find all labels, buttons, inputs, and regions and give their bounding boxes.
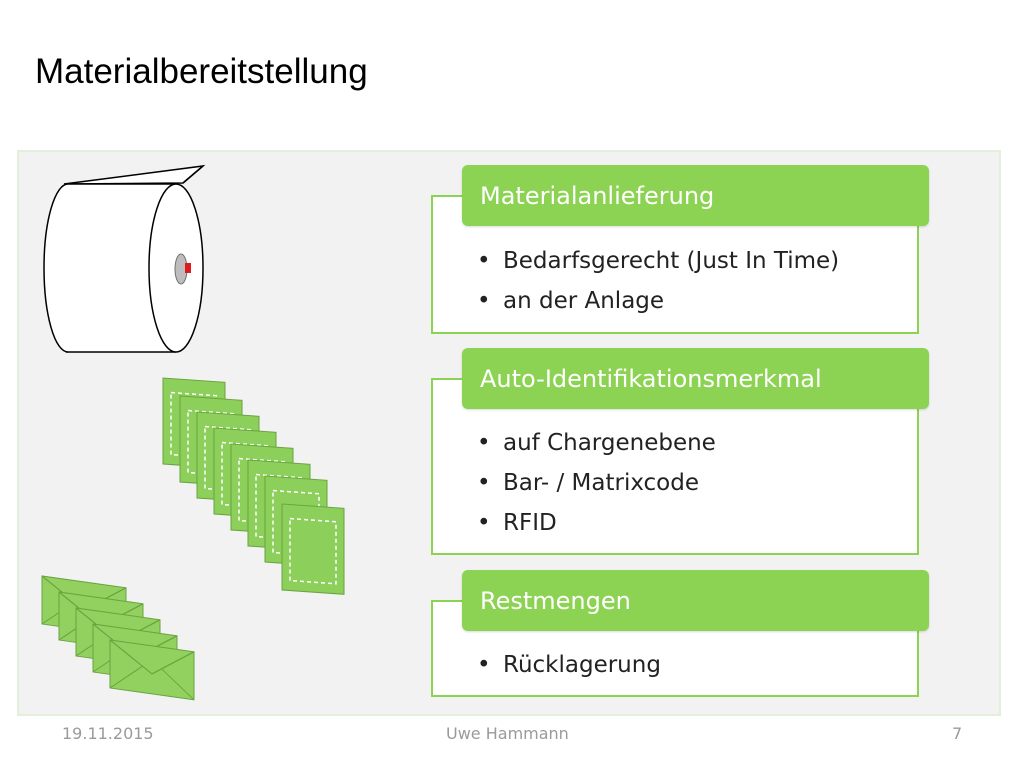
- material-roll-icon: [43, 164, 206, 353]
- list-item: Bar- / Matrixcode: [477, 463, 716, 503]
- section-heading-materialanlieferung: Materialanlieferung: [462, 165, 929, 226]
- bullet-list-auto-identifikation: auf Chargenebene Bar- / Matrixcode RFID: [477, 423, 716, 543]
- envelope-stack-icon: [41, 575, 195, 701]
- section-heading-auto-identifikation: Auto-Identifikationsmerkmal: [462, 348, 929, 409]
- document-stack-icon: [162, 377, 345, 595]
- section-heading-restmengen: Restmengen: [462, 570, 929, 631]
- bullet-list-materialanlieferung: Bedarfsgerecht (Just In Time) an der Anl…: [477, 241, 839, 321]
- footer-page-number: 7: [952, 724, 963, 743]
- list-item: auf Chargenebene: [477, 423, 716, 463]
- list-item: Rücklagerung: [477, 645, 661, 685]
- list-item: an der Anlage: [477, 281, 839, 321]
- list-item: Bedarfsgerecht (Just In Time): [477, 241, 839, 281]
- footer-author: Uwe Hammann: [446, 724, 569, 743]
- list-item: RFID: [477, 503, 716, 543]
- footer-date: 19.11.2015: [62, 724, 154, 743]
- slide-title: Materialbereitstellung: [35, 52, 368, 91]
- bullet-list-restmengen: Rücklagerung: [477, 645, 661, 685]
